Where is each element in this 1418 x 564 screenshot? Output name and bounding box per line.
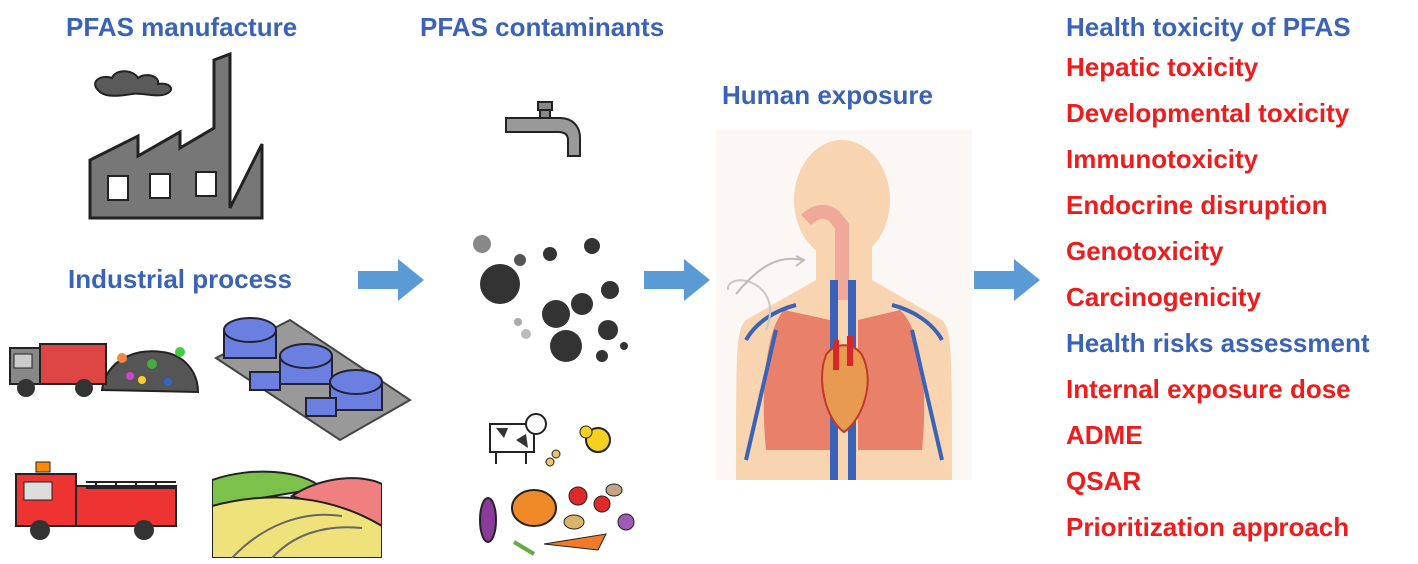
pfas-contaminants-heading: PFAS contaminants xyxy=(420,12,665,42)
list-item: Hepatic toxicity xyxy=(1066,52,1259,82)
pfas-manufacture-heading: PFAS manufacture xyxy=(66,12,298,42)
water-faucet-icon xyxy=(500,100,590,164)
human-exposure-heading: Human exposure xyxy=(722,80,933,110)
fire-truck-icon xyxy=(6,460,186,550)
list-item: Prioritization approach xyxy=(1066,512,1350,542)
list-item: Internal exposure dose xyxy=(1066,374,1351,404)
farmland-icon xyxy=(212,466,382,558)
garbage-truck-icon xyxy=(2,318,202,408)
health-toxicity-list: Health toxicity of PFAS Hepatic toxicity… xyxy=(1066,12,1416,552)
list-item: Developmental toxicity xyxy=(1066,98,1350,128)
list-item: Immunotoxicity xyxy=(1066,144,1259,174)
list-item: Endocrine disruption xyxy=(1066,190,1328,220)
list-heading-health-risks: Health risks assessment xyxy=(1066,328,1370,358)
list-item: Genotoxicity xyxy=(1066,236,1224,266)
arrow-right-2 xyxy=(644,257,714,303)
list-heading-health-toxicity: Health toxicity of PFAS xyxy=(1066,12,1351,42)
industrial-process-heading: Industrial process xyxy=(68,264,292,294)
list-item: ADME xyxy=(1066,420,1143,450)
arrow-right-1 xyxy=(358,257,428,303)
airborne-particles-icon xyxy=(460,226,636,366)
arrow-right-3 xyxy=(974,257,1044,303)
storage-tanks-icon xyxy=(210,300,420,450)
list-item: Carcinogenicity xyxy=(1066,282,1262,312)
food-animals-vegetables-icon xyxy=(474,404,644,560)
list-item: QSAR xyxy=(1066,466,1142,496)
factory-icon xyxy=(80,48,275,228)
human-body-icon xyxy=(716,130,972,480)
